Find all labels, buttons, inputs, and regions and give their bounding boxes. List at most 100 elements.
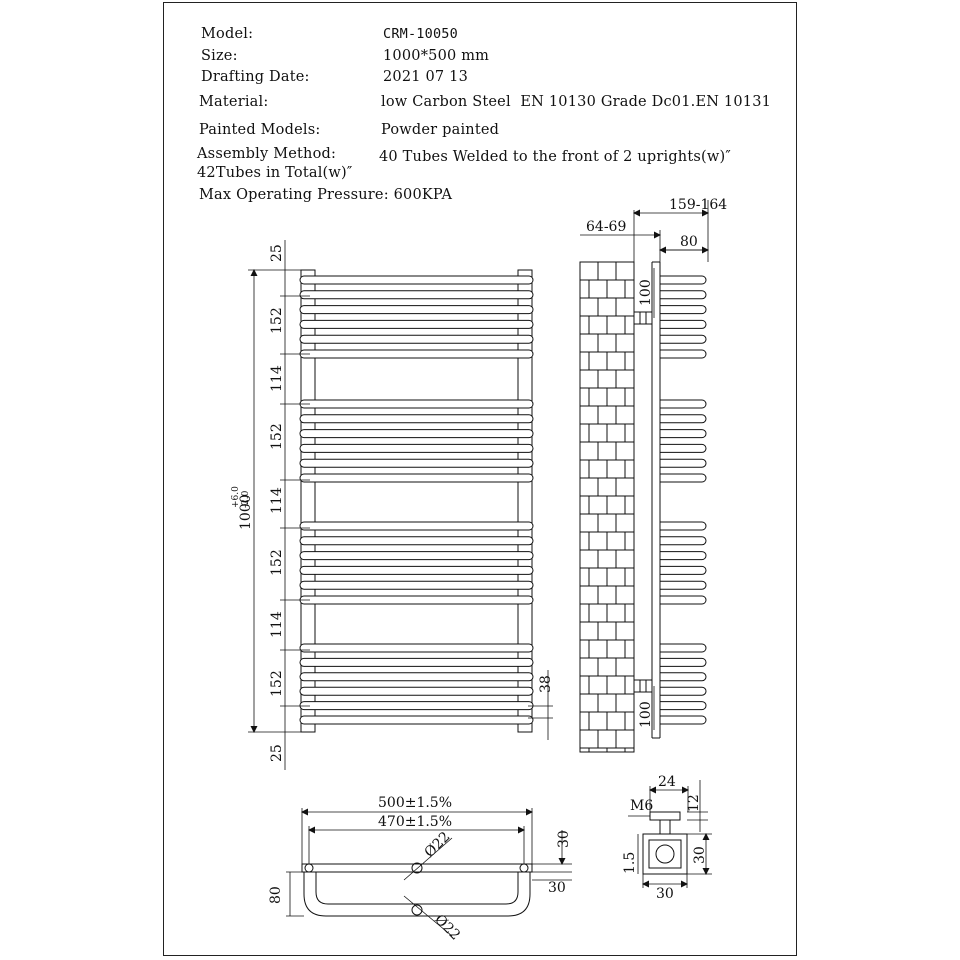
side-tube: [660, 290, 707, 300]
dim-bottom-tube-offset: 38: [538, 675, 554, 693]
dim-tube-depth: 80: [680, 234, 698, 250]
plan-tube-outer: [303, 872, 531, 917]
front-tube: [299, 414, 534, 424]
plan-crossbar: [301, 863, 533, 873]
dim-bracket-offset-top: 100: [638, 279, 654, 306]
side-tube: [660, 334, 707, 344]
dim-30-side: 30: [548, 880, 566, 896]
drafting-date-label: Drafting Date:: [201, 69, 310, 85]
tubes-total-note: 42Tubes in Total(w)″: [197, 165, 353, 181]
front-tube: [299, 551, 534, 561]
side-tube: [660, 275, 707, 285]
side-tube: [660, 701, 707, 711]
dim-bottom-margin: 25: [269, 744, 285, 762]
size-label: Size:: [201, 48, 238, 64]
plan-left-bolt: [304, 863, 314, 873]
dim-30-height: 30: [692, 846, 708, 864]
dim-bracket-offset-bottom: 100: [638, 701, 654, 728]
dim-group-span-3: 152: [269, 549, 285, 576]
detail-bore: [655, 844, 675, 864]
side-tube: [660, 657, 707, 667]
side-tube: [660, 595, 707, 605]
front-tube: [299, 657, 534, 667]
material-label: Material:: [199, 94, 269, 110]
front-tube: [299, 319, 534, 329]
front-tube: [299, 305, 534, 315]
drafting-date-value: 2021 07 13: [383, 69, 469, 85]
dim-30-width: 30: [656, 886, 674, 902]
detail-cap: [649, 811, 681, 821]
side-tubes: [660, 275, 707, 725]
detail-body-inner: [648, 839, 682, 869]
material-value: low Carbon Steel EN 10130 Grade Dc01.EN …: [381, 94, 772, 110]
front-tube: [299, 701, 534, 711]
painted-models-value: Powder painted: [381, 122, 500, 138]
dim-width-outer: 500±1.5%: [378, 795, 452, 811]
side-tube: [660, 672, 707, 682]
side-tube: [660, 565, 707, 575]
drawing-sheet-border: [163, 2, 797, 956]
front-tube: [299, 580, 534, 590]
right-upright: [517, 269, 533, 733]
plan-centre-tube-top: [411, 862, 423, 874]
front-tube: [299, 595, 534, 605]
dim-24: 24: [658, 774, 676, 790]
front-tube: [299, 672, 534, 682]
dim-gap-2: 114: [269, 487, 285, 514]
side-tube: [660, 686, 707, 696]
front-view: [299, 269, 534, 733]
front-tube: [299, 275, 534, 285]
dim-gap-1: 114: [269, 365, 285, 392]
side-tube: [660, 551, 707, 561]
dim-1-5: 1.5: [622, 852, 638, 874]
dim-depth-total: 159-164: [669, 197, 727, 213]
side-tube: [660, 319, 707, 329]
side-tube: [660, 349, 707, 359]
plan-centre-tube-bottom: [411, 904, 423, 916]
plan-view: [301, 862, 533, 917]
front-tube: [299, 349, 534, 359]
front-tubes: [299, 275, 534, 725]
painted-models-label: Painted Models:: [199, 122, 321, 138]
side-tube: [660, 305, 707, 315]
dim-top-margin: 25: [269, 244, 285, 262]
side-tube: [660, 429, 707, 439]
dim-height-tol-upper: +6.0: [231, 486, 241, 508]
side-tube: [660, 521, 707, 531]
front-tube: [299, 521, 534, 531]
dim-30-top: 30: [556, 830, 572, 848]
brick-pattern: [580, 261, 634, 752]
thread-m6: M6: [630, 798, 653, 814]
side-tube: [660, 414, 707, 424]
dim-group-span-1: 152: [269, 307, 285, 334]
plan-tube-inner: [315, 872, 519, 905]
model-value: CRM-10050: [383, 26, 458, 42]
front-tube: [299, 429, 534, 439]
detail-body-outer: [642, 833, 688, 875]
top-wall-bracket: [633, 311, 653, 325]
dim-width-centres: 470±1.5%: [378, 814, 452, 830]
assembly-method-value: 40 Tubes Welded to the front of 2 uprigh…: [379, 149, 731, 165]
front-tube: [299, 290, 534, 300]
side-tube: [660, 473, 707, 483]
bottom-wall-bracket: [633, 679, 653, 693]
dim-group-span-4: 152: [269, 670, 285, 697]
left-upright: [300, 269, 316, 733]
front-tube: [299, 536, 534, 546]
dim-group-span-2: 152: [269, 423, 285, 450]
dim-dia-top: Ø22: [422, 829, 454, 861]
side-tube: [660, 580, 707, 590]
max-pressure-note: Max Operating Pressure: 600KPA: [199, 187, 453, 203]
front-tube: [299, 565, 534, 575]
side-tube: [660, 643, 707, 653]
front-tube: [299, 715, 534, 725]
front-tube: [299, 458, 534, 468]
front-tube: [299, 643, 534, 653]
plan-right-bolt: [519, 863, 529, 873]
dim-12: 12: [686, 794, 702, 812]
dim-overall-height: 1000: [238, 494, 254, 530]
model-label: Model:: [201, 26, 254, 42]
bracket-detail: [642, 811, 688, 875]
side-tube: [660, 536, 707, 546]
side-view: [579, 261, 707, 753]
